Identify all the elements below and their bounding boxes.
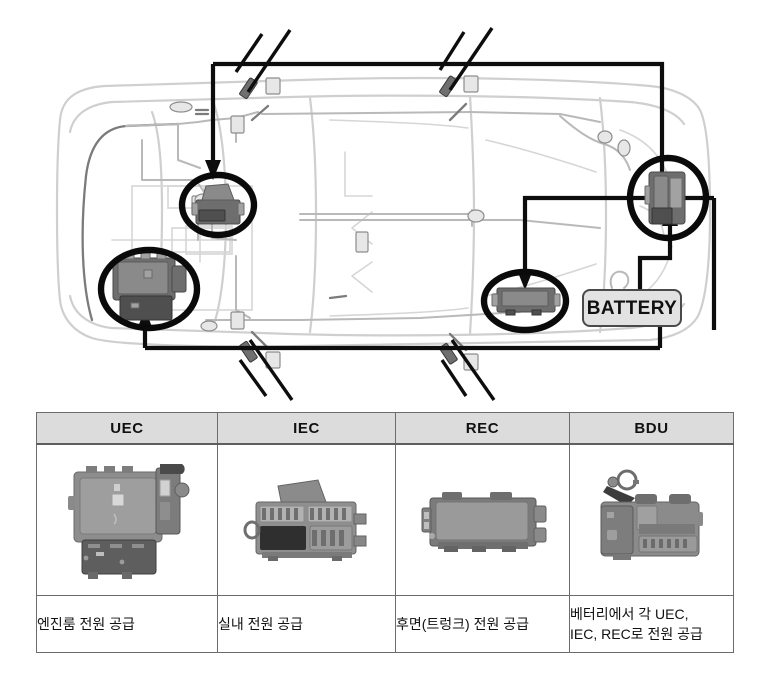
legend-caption-iec: 실내 전원 공급 — [217, 595, 396, 653]
uec-module-graphic — [112, 252, 187, 321]
rec-module-graphic — [491, 287, 561, 316]
caption-line: 실내 전원 공급 — [218, 615, 304, 632]
legend-image-cell-rec — [395, 443, 570, 596]
component-legend-table: UEC IEC REC BDU — [36, 412, 734, 653]
legend-image-cell-bdu — [569, 443, 734, 596]
bdu-highlight-ring — [626, 154, 710, 242]
bdu-module-graphic — [644, 171, 686, 225]
legend-header-row: UEC IEC REC BDU — [36, 412, 734, 445]
component-legend-table-wrapper: UEC IEC REC BDU — [36, 412, 734, 653]
legend-caption-rec: 후면(트렁크) 전원 공급 — [395, 595, 570, 653]
callout-rec — [480, 268, 570, 334]
legend-caption-bdu: 베터리에서 각 UEC, IEC, REC로 전원 공급 — [569, 595, 734, 653]
rec-relay-box-photo — [407, 450, 558, 590]
battery-box — [582, 289, 682, 327]
vehicle-diagram-svg: BATTERY — [55, 27, 717, 401]
iec-highlight-ring — [178, 171, 258, 239]
vehicle-diagram-panel: BATTERY — [55, 27, 717, 401]
legend-image-cell-iec — [217, 443, 396, 596]
callout-uec — [97, 246, 201, 332]
legend-header-bdu: BDU — [569, 412, 734, 445]
rec-highlight-ring — [480, 268, 570, 334]
uec-highlight-ring — [97, 246, 201, 332]
iec-module-graphic — [191, 183, 245, 225]
legend-image-cell-uec — [36, 443, 218, 596]
legend-image-row — [36, 443, 734, 596]
caption-line: IEC, REC로 전원 공급 — [570, 626, 703, 642]
legend-caption-uec: 엔진룸 전원 공급 — [36, 595, 218, 653]
battery-label: BATTERY — [587, 298, 677, 319]
arrow-to-iec — [205, 160, 221, 180]
caption-line: 베터리에서 각 UEC, — [570, 605, 689, 622]
caption-line: 후면(트렁크) 전원 공급 — [396, 615, 530, 632]
battery-callout: BATTERY — [582, 270, 682, 327]
legend-header-iec: IEC — [217, 412, 396, 445]
legend-header-uec: UEC — [36, 412, 218, 445]
callout-iec — [178, 171, 258, 239]
caption-line: 엔진룸 전원 공급 — [37, 615, 135, 632]
callout-bdu — [626, 154, 710, 242]
legend-caption-row: 엔진룸 전원 공급 실내 전원 공급 후면(트렁크) 전원 공급 베터리에서 각… — [36, 595, 734, 653]
uec-fuse-box-photo — [52, 450, 202, 590]
leader-lines — [234, 27, 496, 401]
bdu-battery-distribution-unit-photo — [576, 450, 727, 590]
legend-header-rec: REC — [395, 412, 570, 445]
iec-junction-box-photo — [231, 450, 382, 590]
